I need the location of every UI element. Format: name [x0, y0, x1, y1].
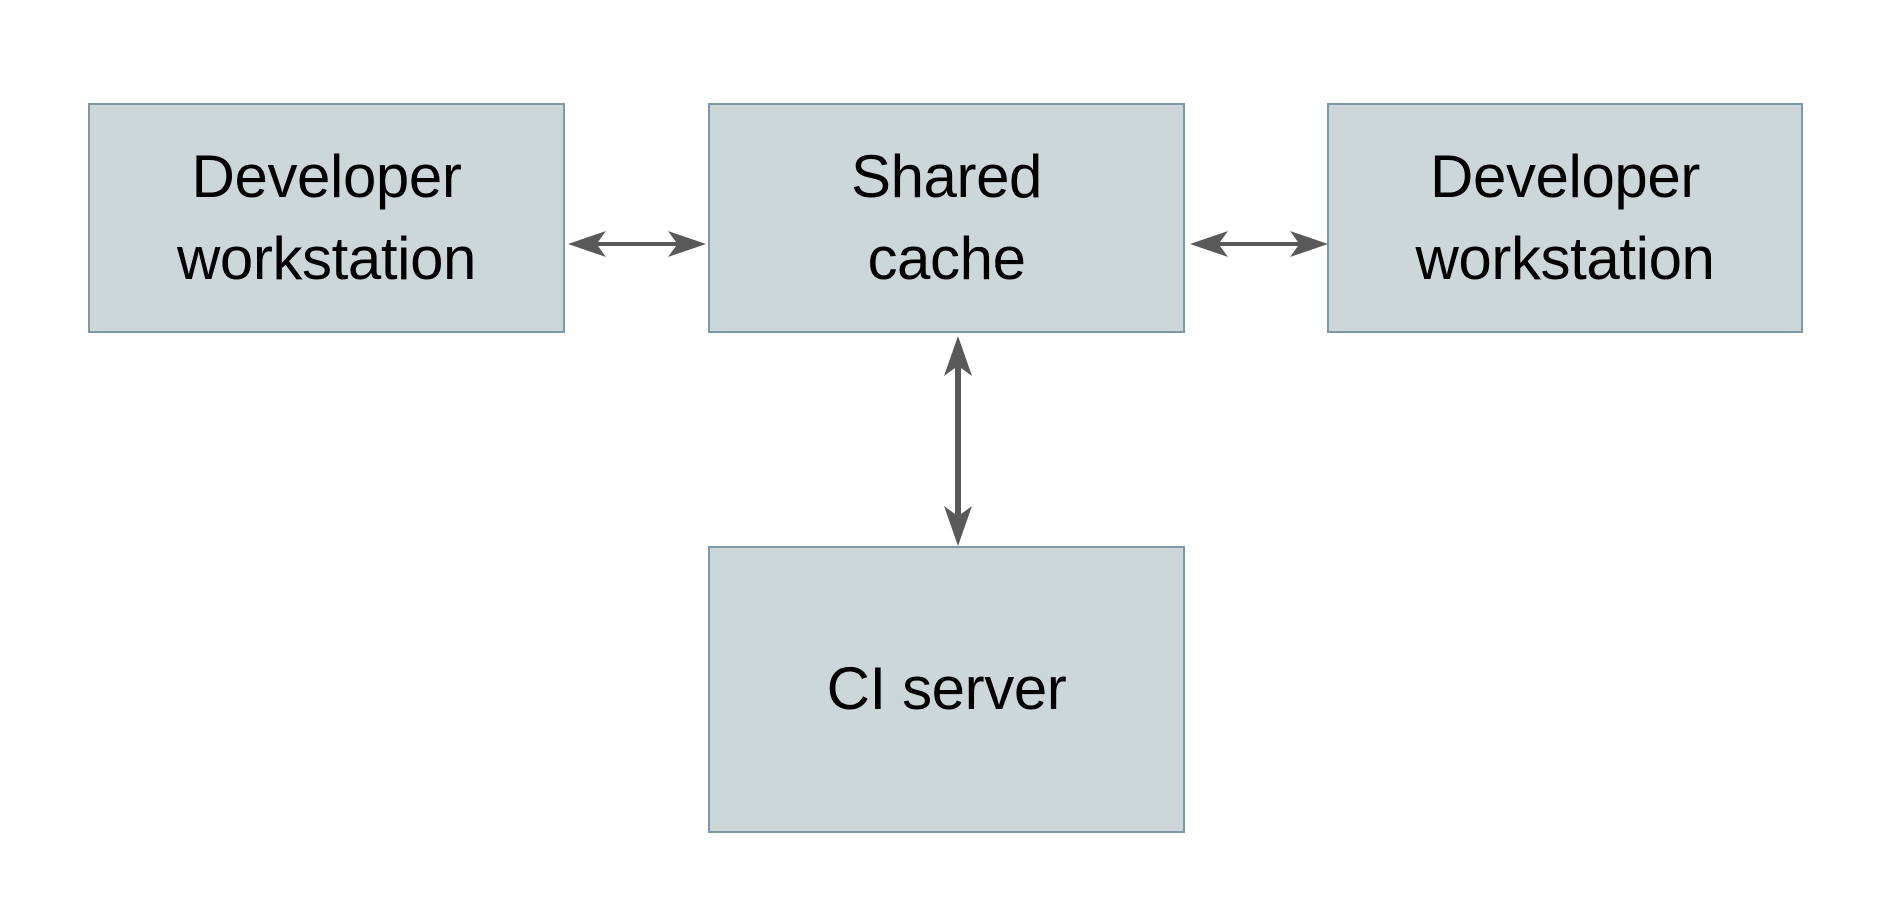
- node-label-ci-server: CI server: [826, 655, 1067, 723]
- node-ci-server[interactable]: CI server: [708, 546, 1185, 833]
- double-arrow-icon: [568, 231, 706, 257]
- edge-shared-cache-to-ci-server[interactable]: [928, 330, 988, 552]
- node-label-shared-cache: Shared cache: [850, 142, 1043, 292]
- node-developer-workstation-left[interactable]: Developer workstation: [88, 103, 565, 333]
- double-arrow-icon: [1190, 231, 1328, 257]
- double-arrow-icon: [944, 336, 972, 546]
- node-developer-workstation-right[interactable]: Developer workstation: [1327, 103, 1803, 333]
- node-label-developer-workstation-right: Developer workstation: [1415, 142, 1715, 292]
- edge-shared-cache-to-developer-right[interactable]: [1184, 216, 1334, 274]
- node-shared-cache[interactable]: Shared cache: [708, 103, 1185, 333]
- node-label-developer-workstation-left: Developer workstation: [176, 142, 477, 292]
- edge-developer-left-to-shared-cache[interactable]: [562, 216, 712, 274]
